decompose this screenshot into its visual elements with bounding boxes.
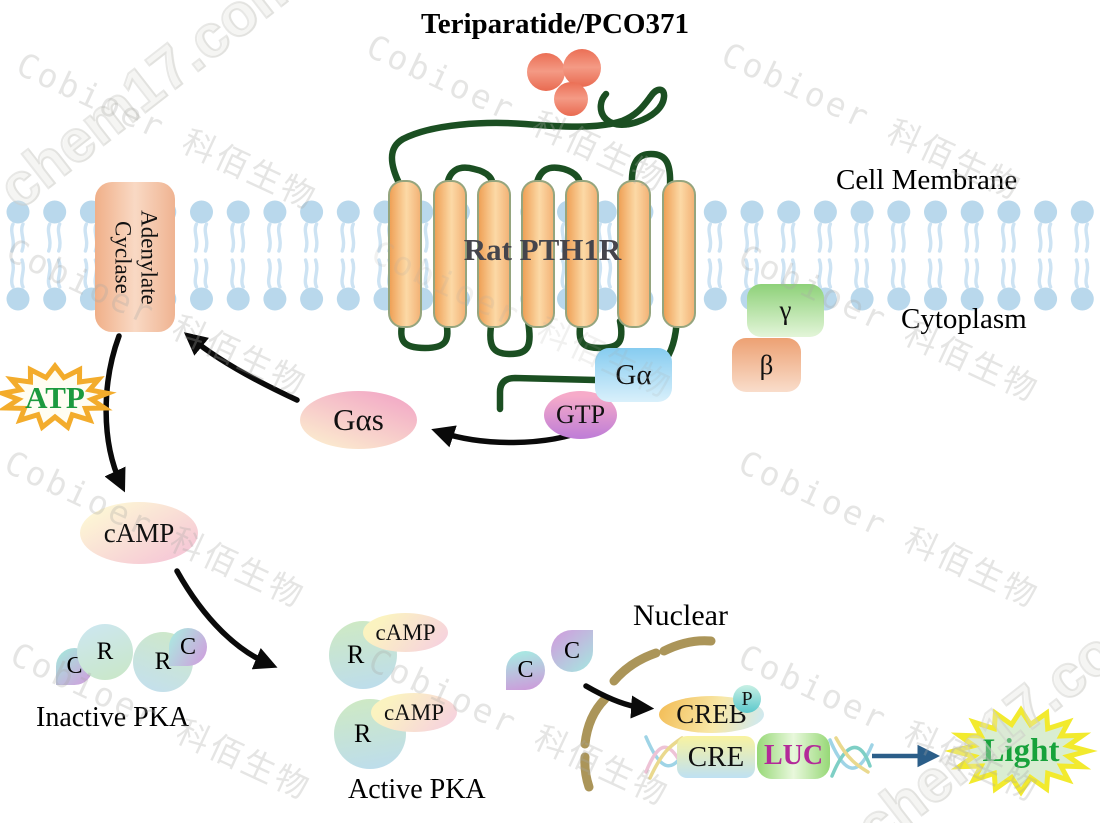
atp-starburst [0, 361, 117, 432]
arrow-c-to-nucleus [583, 683, 655, 719]
intracellular-loop-2 [487, 316, 533, 358]
beta-subunit: β [732, 338, 801, 392]
r-subunit-label: R [96, 638, 114, 665]
gas-label: Gαs [333, 402, 384, 437]
camp-bound: cAMP [371, 693, 457, 732]
r-subunit-label: R [154, 648, 172, 675]
c-subunit-label: C [563, 637, 580, 664]
cre-label: CRE [687, 740, 745, 773]
gamma-subunit: γ [747, 284, 824, 337]
diagram-title: Teriparatide/PCO371 [421, 8, 689, 40]
cytoplasm-label: Cytoplasm [901, 303, 1027, 335]
adenylate-cyclase: Adenylate Cyclase [95, 182, 175, 332]
receptor-label: Rat PTH1R [463, 232, 622, 267]
luc-label: LUC [763, 740, 824, 771]
pka-c-subunit: C [169, 628, 207, 666]
g-alpha-label: Gα [615, 358, 652, 391]
receptor-n-terminus [388, 86, 668, 187]
gtp-label: GTP [555, 400, 606, 429]
luc-reporter: LUC [757, 733, 830, 779]
camp-label: cAMP [383, 699, 445, 725]
active-pka-label: Active PKA [348, 774, 486, 805]
camp-bound: cAMP [363, 613, 448, 652]
adenylate-cyclase-label-line2: Cyclase [110, 220, 136, 294]
cell-membrane-label: Cell Membrane [836, 164, 1018, 196]
arrow-ac-to-camp [103, 333, 126, 493]
camp-molecule: cAMP [80, 502, 198, 564]
free-c-subunit: C [551, 630, 593, 672]
gamma-label: γ [779, 295, 792, 325]
nuclear-label: Nuclear [633, 599, 728, 632]
camp-label: cAMP [375, 619, 436, 645]
c-subunit-label: C [517, 657, 534, 683]
ligand-particle [554, 82, 588, 116]
phospho-label: P [741, 687, 753, 710]
atp-label: ATP [25, 380, 85, 415]
cre-element: CRE [677, 736, 755, 778]
tm-helix-3 [477, 180, 511, 328]
tm-helix-1 [388, 180, 422, 328]
g-alpha-subunit: Gα [595, 348, 672, 402]
arrow-gas-to-ac [183, 332, 300, 403]
tm-helix-7 [662, 180, 696, 328]
c-subunit-label: C [179, 633, 196, 660]
camp-label: cAMP [103, 517, 175, 548]
creb-protein: CREB [659, 696, 764, 733]
ligand-particle [527, 53, 565, 91]
tm-helix-6 [617, 180, 651, 328]
arrow-camp-to-pka [174, 568, 278, 670]
inactive-pka-label: Inactive PKA [36, 702, 190, 733]
intracellular-loop-1 [397, 316, 451, 352]
nuclear-envelope [580, 636, 716, 792]
light-label: Light [982, 733, 1060, 769]
tm-helix-5 [565, 180, 599, 328]
beta-label: β [759, 349, 774, 380]
free-c-subunit: C [506, 651, 545, 690]
extracellular-loop-3 [628, 150, 674, 190]
phospho-group: P [733, 685, 761, 713]
tm-helix-2 [433, 180, 467, 328]
ligand-particle [563, 49, 601, 87]
tm-helix-4 [521, 180, 555, 328]
r-subunit-label: R [347, 640, 365, 669]
light-starburst [944, 705, 1098, 797]
pka-r-subunit: R [77, 624, 133, 680]
gas-protein: Gαs [300, 391, 417, 449]
starbursts [0, 361, 1098, 797]
intracellular-loop-3 [576, 316, 625, 352]
adenylate-cyclase-label-line1: Adenylate [136, 209, 162, 305]
r-subunit-label: R [354, 719, 372, 748]
